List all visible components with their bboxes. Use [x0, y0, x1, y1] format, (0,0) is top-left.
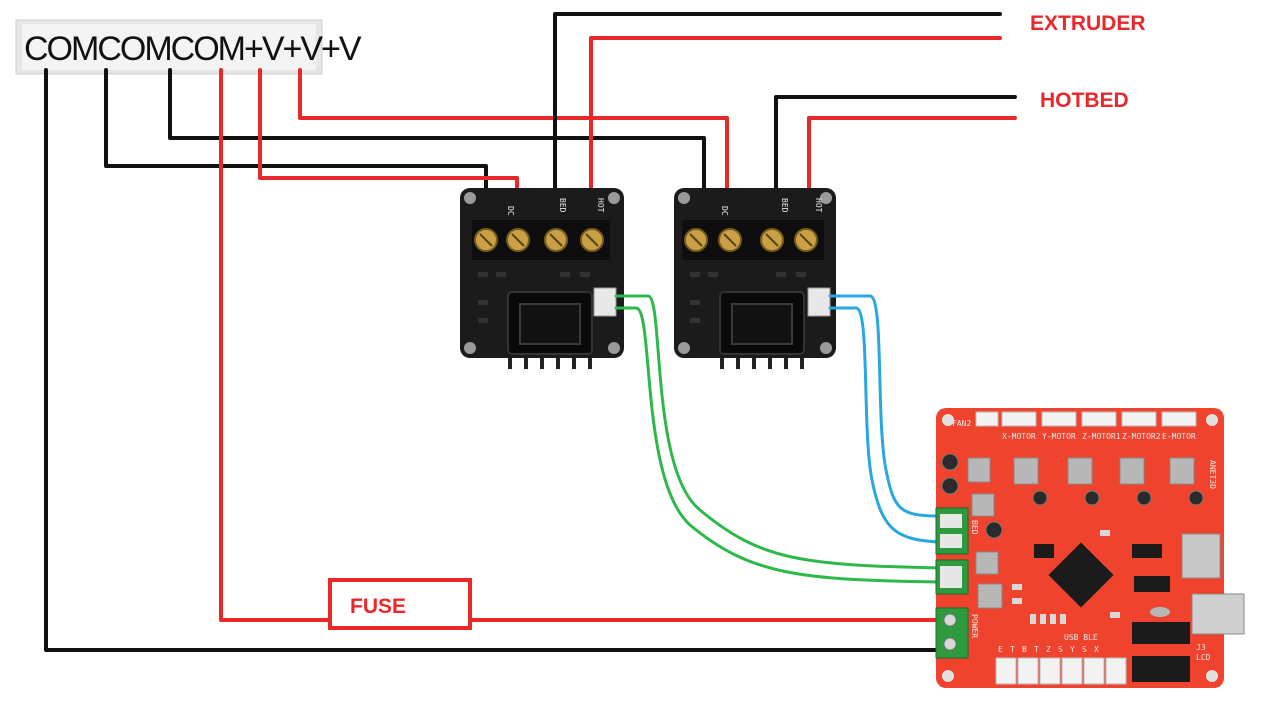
svg-text:B: B	[1022, 645, 1027, 654]
svg-text:S: S	[1058, 645, 1063, 654]
wire-com3-to-module2	[168, 68, 706, 220]
controller-board: FAN2 X-MOTOR Y-MOTOR Z-MOTOR1 Z-MOTOR2 E…	[935, 408, 1245, 688]
board-mcu	[1034, 542, 1170, 617]
board-e-motor-label: E-MOTOR	[1162, 432, 1196, 441]
board-x-motor-label: X-MOTOR	[1002, 432, 1036, 441]
module2-signal-connector	[807, 287, 831, 317]
module2-terminal-block	[682, 220, 824, 260]
board-usb-port	[1191, 593, 1245, 635]
module1-silk-bed: BED	[558, 198, 567, 213]
board-z-motor2-label: Z-MOTOR2	[1122, 432, 1161, 441]
fuse-label: FUSE	[350, 595, 406, 618]
wire-signal-green-1	[614, 294, 942, 570]
board-y-motor-label: Y-MOTOR	[1042, 432, 1076, 441]
module1-signal-connector	[593, 287, 617, 317]
mosfet-module-2: DC IN BED HOT	[674, 188, 836, 369]
module1-silk-hot: HOT	[596, 198, 605, 213]
wire-v1-to-fuse	[219, 68, 332, 622]
board-usb-label: USB BLE	[1064, 633, 1098, 642]
svg-text:T: T	[1010, 645, 1015, 654]
wire-signal-blue-1	[828, 294, 942, 518]
board-power-terminals: POWER	[935, 607, 979, 659]
board-z-motor1-label: Z-MOTOR1	[1082, 432, 1121, 441]
fuse: FUSE	[328, 578, 472, 630]
board-lcd-headers	[1132, 622, 1190, 682]
power-wires	[44, 12, 1017, 652]
hotbed-label: HOTBED	[1040, 89, 1129, 112]
board-bed-label: BED	[970, 520, 979, 535]
mosfet-module-1: DC IN BED HOT	[460, 188, 624, 369]
board-heatsinks	[971, 493, 1003, 609]
board-fan-label: FAN2	[952, 419, 971, 428]
module1-terminal-block	[472, 220, 610, 260]
module1-silk-dcin: DC IN	[506, 206, 515, 230]
wire-signal-blue-2	[828, 306, 942, 544]
wire-v3-to-module2	[298, 68, 729, 220]
board-smd-components	[1012, 530, 1120, 624]
psu-terminal-strip: COMCOMCOM+V+V+V	[15, 19, 364, 75]
stepper-drivers	[967, 457, 1195, 485]
capacitors	[941, 453, 1204, 539]
svg-text:S: S	[1082, 645, 1087, 654]
board-endstop-labels: E T B T Z S Y S X	[998, 645, 1099, 654]
wire-com2-to-module1	[104, 68, 488, 220]
board-brand-label: ANET3D	[1208, 460, 1217, 489]
svg-text:Z: Z	[1046, 645, 1051, 654]
module2-silk-dcin: DC IN	[720, 206, 729, 230]
board-lcd-label: LCD	[1196, 653, 1211, 662]
wire-module1-to-extruder-pos	[589, 36, 1002, 220]
wire-module2-to-hotbed-neg	[774, 95, 1017, 220]
wire-module1-to-extruder-neg	[553, 12, 1002, 220]
svg-text:E: E	[998, 645, 1003, 654]
svg-text:X: X	[1094, 645, 1099, 654]
svg-text:Y: Y	[1070, 645, 1075, 654]
wire-signal-green-2	[614, 306, 942, 584]
board-bed-terminals: BED	[935, 507, 979, 595]
psu-terminal-label: COMCOMCOM+V+V+V	[24, 30, 362, 68]
wire-com1-to-board	[44, 68, 942, 652]
module2-silk-bed: BED	[780, 198, 789, 213]
board-power-label: POWER	[970, 614, 979, 638]
signal-wires	[614, 294, 942, 584]
module2-silk-hot: HOT	[814, 198, 823, 213]
extruder-label: EXTRUDER	[1030, 12, 1146, 35]
svg-text:T: T	[1034, 645, 1039, 654]
board-sd-slot	[1181, 533, 1221, 579]
motor-connectors	[975, 411, 1197, 427]
board-endstop-connectors	[995, 657, 1127, 685]
wire-module2-to-hotbed-pos	[807, 116, 1017, 220]
board-j3-label: J3	[1196, 643, 1206, 652]
